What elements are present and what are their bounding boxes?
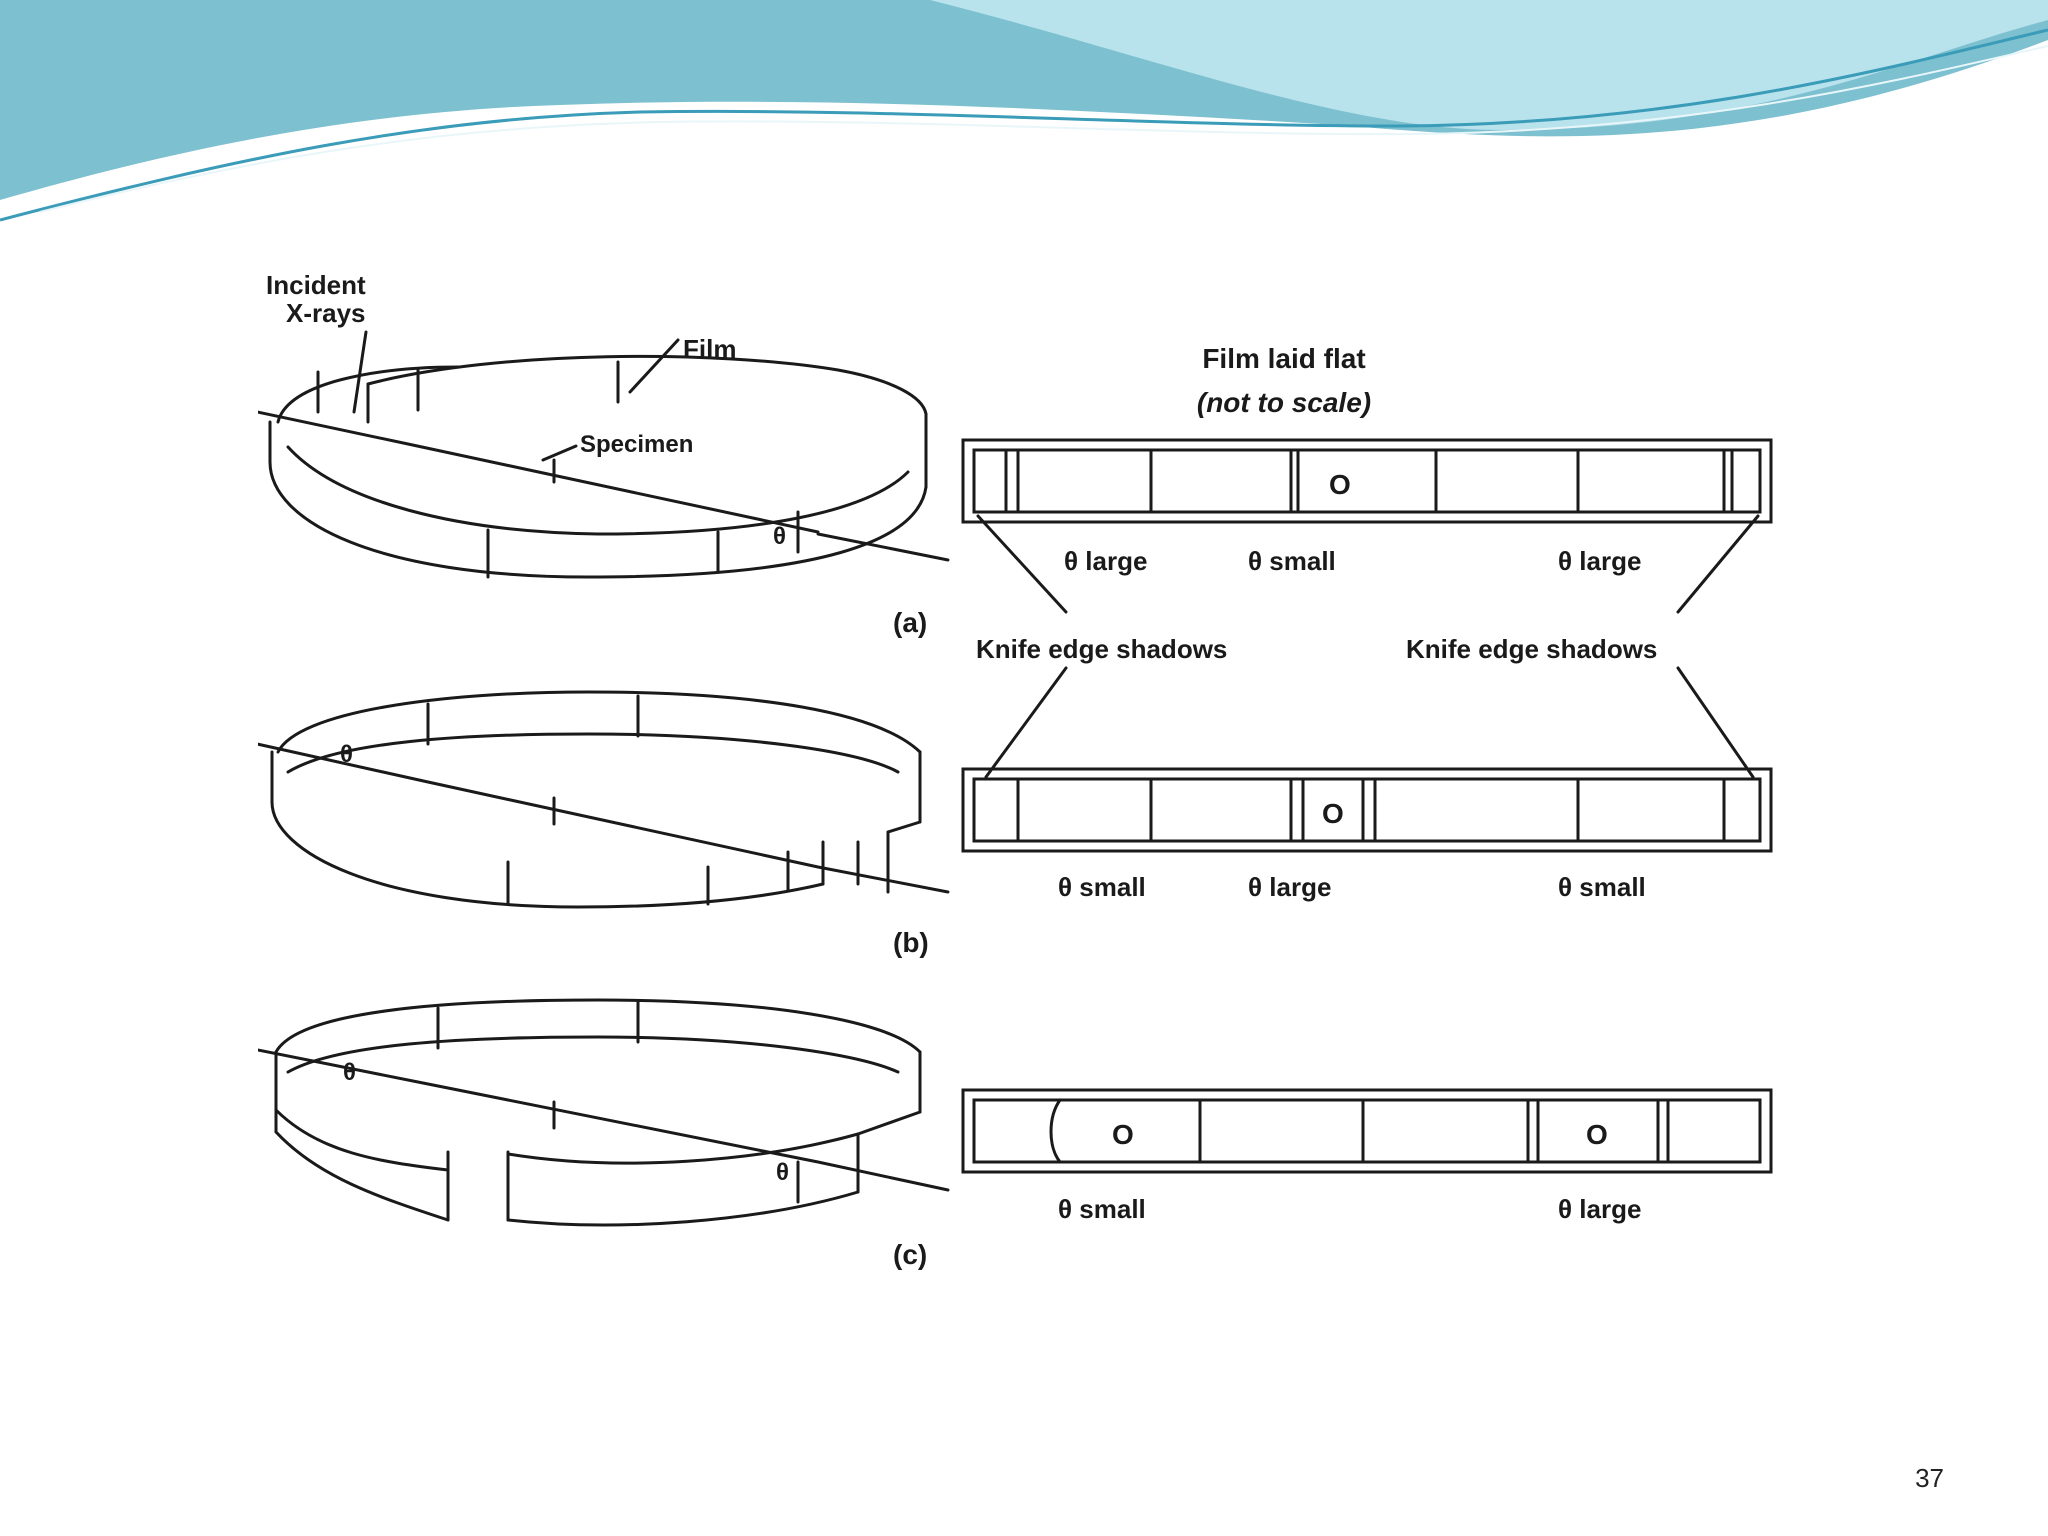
flat-b-label-left: θ small bbox=[1058, 872, 1146, 902]
header-wave-highlight-2 bbox=[39, 45, 2048, 213]
flat-c-label-left: θ small bbox=[1058, 1194, 1146, 1224]
knife-edge-label-right: Knife edge shadows bbox=[1406, 634, 1657, 664]
debye-scherrer-figure: Incident X-rays Film Specimen θ θ θ θ (a… bbox=[258, 272, 1773, 1270]
flat-b-label-right: θ small bbox=[1558, 872, 1646, 902]
figure-panel: Incident X-rays Film Specimen θ θ θ θ (a… bbox=[258, 272, 1778, 1282]
specimen-label: Specimen bbox=[580, 431, 693, 458]
flat-a-label-left: θ large bbox=[1064, 546, 1147, 576]
spot-b: O bbox=[1322, 798, 1344, 829]
camera-c bbox=[258, 998, 950, 1227]
flat-film-a bbox=[961, 438, 1773, 614]
spot-c-left: O bbox=[1112, 1119, 1134, 1150]
flat-a-label-center: θ small bbox=[1248, 546, 1336, 576]
flat-film-c bbox=[961, 1088, 1773, 1174]
header-wave-light bbox=[930, 0, 2048, 130]
flat-a-label-right: θ large bbox=[1558, 546, 1641, 576]
camera-a bbox=[258, 330, 950, 579]
panel-tag-c: (c) bbox=[893, 1239, 927, 1270]
knife-edge-label-left: Knife edge shadows bbox=[976, 634, 1227, 664]
film-label: Film bbox=[683, 334, 736, 364]
slide-header-wave bbox=[0, 0, 2048, 222]
flat-c-label-right: θ large bbox=[1558, 1194, 1641, 1224]
header-wave-highlight bbox=[0, 28, 2048, 222]
theta-c-camera-left: θ bbox=[343, 1059, 356, 1086]
film-laid-flat-title: Film laid flat bbox=[1202, 343, 1365, 374]
incident-label-line2: X-rays bbox=[286, 298, 366, 328]
not-to-scale-note: (not to scale) bbox=[1197, 387, 1371, 418]
panel-tag-a: (a) bbox=[893, 607, 927, 638]
flat-b-label-center: θ large bbox=[1248, 872, 1331, 902]
theta-c-camera-right: θ bbox=[776, 1159, 789, 1186]
camera-b bbox=[258, 690, 950, 909]
theta-b-camera: θ bbox=[340, 741, 353, 768]
incident-label-line1: Incident bbox=[266, 272, 366, 300]
panel-tag-b: (b) bbox=[893, 927, 929, 958]
spot-a: O bbox=[1329, 469, 1351, 500]
page-number: 37 bbox=[1915, 1463, 1944, 1493]
theta-a-camera: θ bbox=[773, 523, 786, 550]
flat-film-b bbox=[961, 666, 1773, 853]
spot-c-right: O bbox=[1586, 1119, 1608, 1150]
